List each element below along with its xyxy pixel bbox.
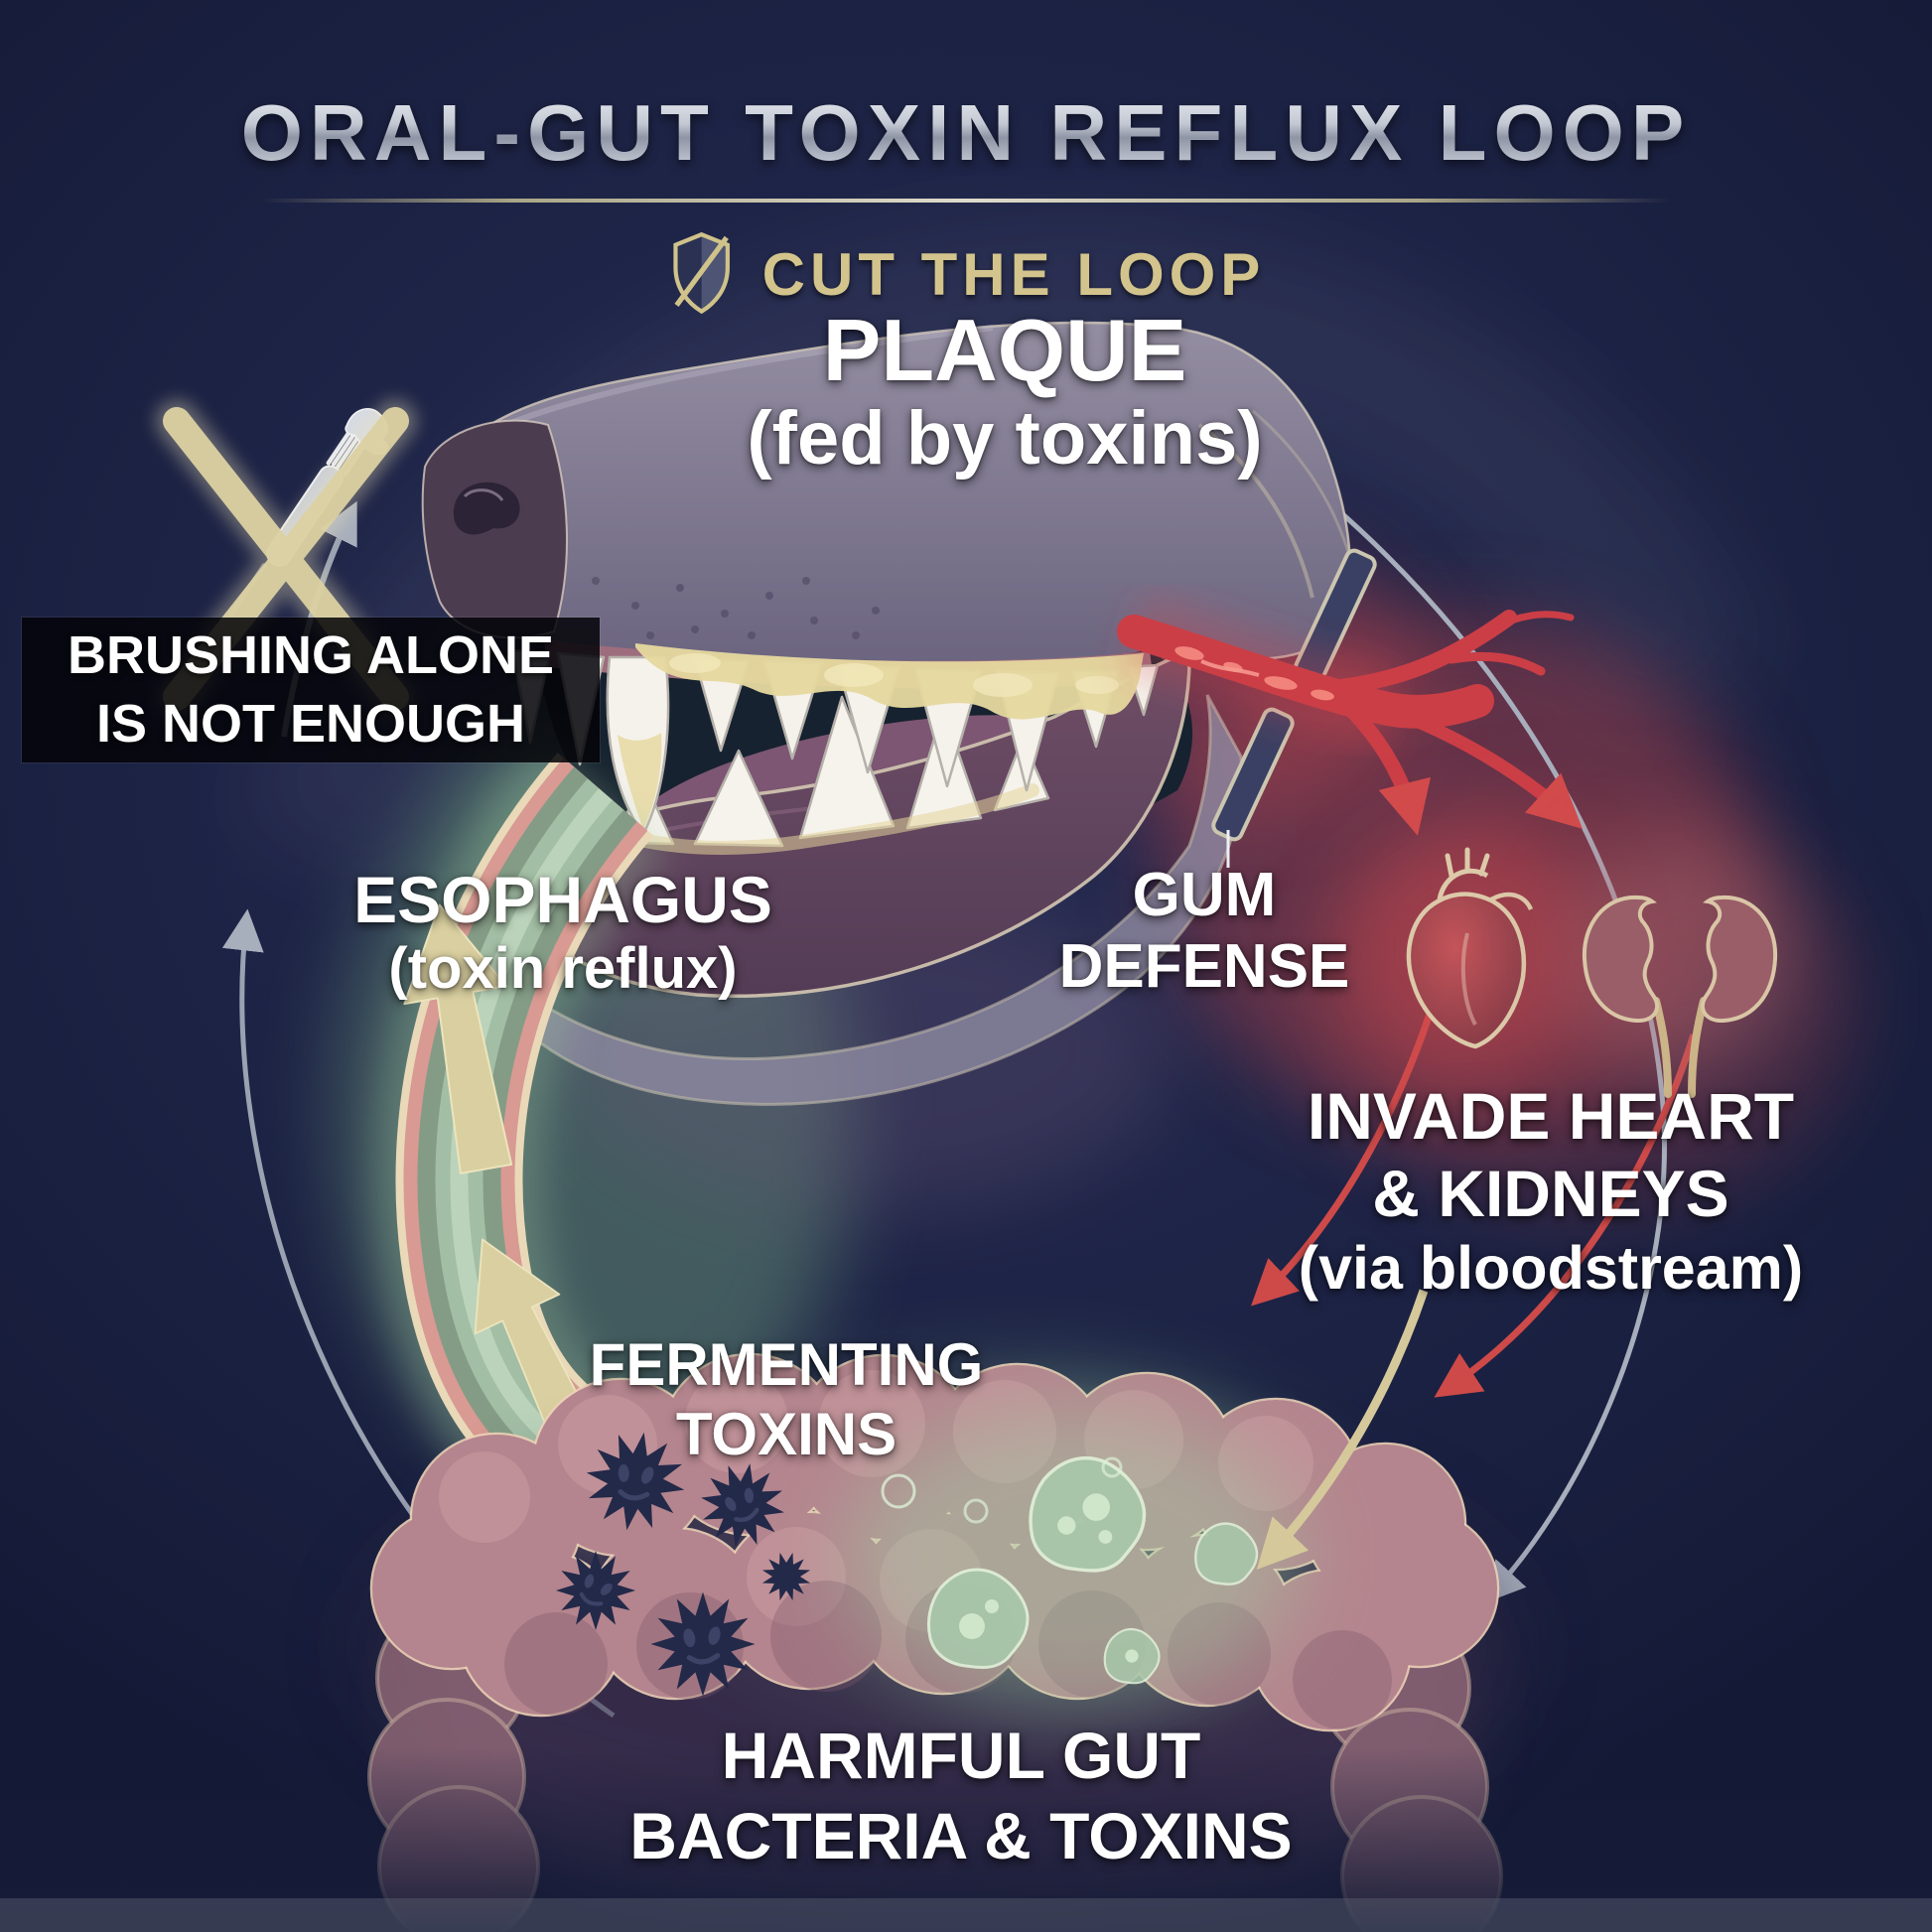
dog-mouth-icon (421, 321, 1358, 1106)
kidneys-icon (1561, 838, 1799, 1098)
fermenting-line2: TOXINS (675, 1400, 897, 1467)
label-esophagus-sub: (toxin reflux) (388, 936, 738, 1001)
whisker-dots (592, 577, 880, 639)
harmful-line2: BACTERIA & TOXINS (629, 1798, 1293, 1872)
bottom-strip (0, 1898, 1932, 1932)
fermenting-line1: FERMENTING (589, 1331, 984, 1398)
label-plaque-sub: (fed by toxins) (747, 396, 1263, 481)
heart-icon (1338, 822, 1596, 1080)
label-plaque: PLAQUE (822, 301, 1187, 399)
harmful-line1: HARMFUL GUT (721, 1719, 1201, 1792)
gum-barrier-icon (1211, 548, 1377, 868)
label-fermenting-toxins: FERMENTING TOXINS (590, 1330, 984, 1468)
shield-slash-icon (673, 231, 730, 315)
subtitle-row: CUT THE LOOP (667, 230, 1266, 318)
brushing-line2: IS NOT ENOUGH (95, 694, 526, 754)
page-title: ORAL-GUT TOXIN REFLUX LOOP (240, 88, 1692, 177)
label-gum-defense: GUM DEFENSE (1059, 860, 1350, 1003)
invade-line2: & KIDNEYS (1372, 1156, 1729, 1230)
label-esophagus: ESOPHAGUS (353, 863, 772, 936)
title-divider (261, 199, 1671, 203)
plaque-highlights (669, 653, 1119, 697)
blood-vessel-icon (1117, 593, 1583, 836)
invade-line3: (via bloodstream) (1298, 1233, 1804, 1302)
bottom-fade (0, 1747, 1932, 1932)
gum-line1: GUM (1132, 861, 1277, 929)
brushing-line1: BRUSHING ALONE (67, 624, 554, 685)
label-harmful-bacteria: HARMFUL GUT BACTERIA & TOXINS (629, 1716, 1292, 1875)
brushing-callout-box: BRUSHING ALONE IS NOT ENOUGH (21, 617, 601, 763)
subtitle-text: CUT THE LOOP (761, 240, 1266, 308)
toxin-blob-icon (881, 1455, 1259, 1685)
toxin-return-arrow-icon (1256, 1289, 1429, 1570)
invade-line1: INVADE HEART (1307, 1079, 1795, 1153)
label-invade-organs: INVADE HEART & KIDNEYS (via bloodstream) (1299, 1078, 1803, 1305)
gum-line2: DEFENSE (1058, 931, 1350, 1001)
